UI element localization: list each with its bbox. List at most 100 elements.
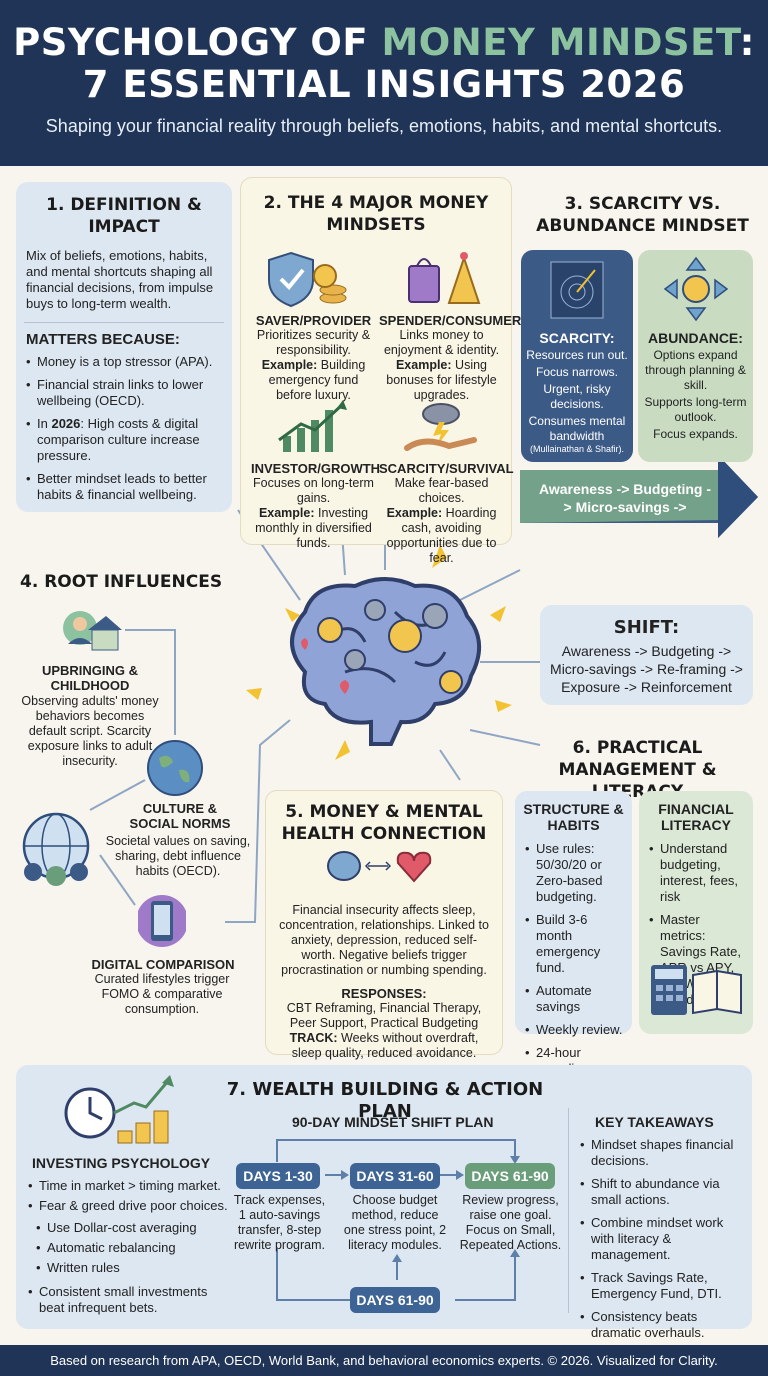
phase-desc: Review progress, raise one goal. Focus o… [459,1193,562,1252]
influence-desc: Societal values on saving, sharing, debt… [105,834,251,878]
financial-literacy-card: FINANCIAL LITERACY Understand budgeting,… [639,791,753,1034]
investing-list: Time in market > timing market. Fear & g… [28,1178,228,1221]
plan-title: 90-DAY MINDSET SHIFT PLAN [292,1114,494,1130]
brain-gears-icon [290,577,482,746]
phase-badge: DAYS 1-30 [236,1163,320,1189]
abundance-line: Options expand through planning & skill. [645,348,746,392]
influence-title: DIGITAL COMPARISON [91,957,235,972]
definition-impact-card: 1. DEFINITION & IMPACT Mix of beliefs, e… [16,182,232,512]
header: PSYCHOLOGY OF MONEY MINDSET: 7 ESSENTIAL… [0,0,768,166]
radar-icon [550,261,604,319]
brain-heart-icon [327,851,432,883]
scarcity-line: Consumes mental bandwidth [528,414,626,443]
structure-habits-card: STRUCTURE & HABITS Use rules: 50/30/20 o… [515,791,632,1092]
phase-desc: Choose budget method, reduce one stress … [343,1193,447,1252]
scarcity-abundance-title: 3. SCARCITY VS. ABUNDANCE MINDSET [536,194,749,236]
definition-title: 1. DEFINITION & IMPACT [46,195,202,237]
list-item: Automate savings [525,983,626,1015]
list-item: Use rules: 50/30/20 or Zero-based budget… [525,841,626,905]
list-item: Consistent small investments beat infreq… [28,1284,228,1316]
mindset-desc: Make fear-based choices. [394,476,489,505]
shift-body: Awareness -> Budgeting -> Micro-savings … [550,643,743,695]
responses-title: RESPONSES: [341,986,427,1001]
list-item: Written rules [36,1260,226,1276]
mindset-investor: INVESTOR/GROWTH Focuses on long-term gai… [251,396,381,551]
list-item: In 2026: High costs & digital comparison… [26,416,222,464]
list-item: Combine mindset work with literacy & man… [580,1215,748,1263]
investing-tactics-list: Use Dollar-cost averaging Automatic reba… [36,1220,226,1283]
list-item: Weekly review. [525,1022,626,1038]
mindset-example: Example: Hoarding cash, avoiding opportu… [386,506,497,565]
shopping-party-icon [408,252,481,304]
phase-badge-bottom: DAYS 61-90 [350,1287,440,1313]
mindset-spender: SPENDER/CONSUMER Links money to enjoymen… [379,248,522,403]
phase-badge: DAYS 31-60 [350,1163,440,1189]
mindset-name: SAVER/PROVIDER [255,313,372,328]
footer: Based on research from APA, OECD, World … [0,1345,768,1376]
list-item: Better mindset leads to better habits & … [26,471,222,503]
list-item: Money is a top stressor (APA). [26,354,222,370]
list-item: Mindset shapes financial decisions. [580,1137,748,1169]
calculator-book-icon [651,965,742,1015]
list-item: Shift to abundance via small actions. [580,1176,748,1208]
mindset-arrow-text: Awareness -> Budgeting -> Micro-savings … [538,481,712,515]
mental-health-card: 5. MONEY & MENTAL HEALTH CONNECTION Fina… [265,790,503,1060]
scarcity-panel: SCARCITY: Resources run out. Focus narro… [521,250,633,462]
mental-health-title: 5. MONEY & MENTAL HEALTH CONNECTION [281,802,487,844]
mindset-scarcity: SCARCITY/SURVIVAL Make fear-based choice… [379,396,514,566]
root-influences-title: 4. ROOT INFLUENCES [20,572,223,592]
structure-title: STRUCTURE & HABITS [523,801,624,833]
abundance-line: Supports long-term outlook. [644,395,747,424]
mindset-example: Example: Building emergency fund before … [261,358,366,402]
mindset-example: Example: Investing monthly in diversifie… [255,506,372,550]
mindset-desc: Prioritizes security & responsibility. [256,328,371,357]
list-item: Financial strain links to lower wellbein… [26,377,222,409]
structure-list: Use rules: 50/30/20 or Zero-based budget… [525,841,626,1093]
globe-icon [147,740,203,796]
responses-text: CBT Reframing, Financial Therapy, Peer S… [286,1001,482,1030]
page-title-line2: 7 ESSENTIAL INSIGHTS 2026 [82,63,686,106]
list-item: Time in market > timing market. [28,1178,228,1194]
list-item: Automatic rebalancing [36,1240,226,1256]
matters-list: Money is a top stressor (APA). Financial… [26,354,222,503]
shift-card: SHIFT: Awareness -> Budgeting -> Micro-s… [540,605,753,705]
influence-desc: Curated lifestyles trigger FOMO & compar… [94,972,230,1016]
mindsets-title: 2. THE 4 MAJOR MONEY MINDSETS [263,193,489,235]
house-child-icon [63,611,122,651]
takeaways-title: KEY TAKEAWAYS [595,1114,714,1130]
abundance-title: ABUNDANCE: [648,330,743,346]
arrows-expand-icon [663,256,729,322]
phone-icon [138,895,186,947]
mindset-name: INVESTOR/GROWTH [251,461,381,476]
list-item: Build 3-6 month emergency fund. [525,912,626,976]
growth-chart-icon [278,400,347,452]
list-item: Fear & greed drive poor choices. [28,1198,228,1214]
mindset-name: SPENDER/CONSUMER [379,313,522,328]
list-item: Use Dollar-cost averaging [36,1220,226,1236]
investing-final: Consistent small investments beat infreq… [28,1284,228,1323]
literacy-title: FINANCIAL LITERACY [658,801,734,833]
definition-body: Mix of beliefs, emotions, habits, and me… [26,248,214,311]
abundance-line: Focus expands. [653,427,738,441]
page-subtitle: Shaping your financial reality through b… [45,116,723,136]
scarcity-line: Resources run out. [526,348,628,362]
scarcity-source: (Mullainathan & Shafir). [529,444,625,454]
takeaways-list: Mindset shapes financial decisions. Shif… [580,1137,748,1348]
track-text: TRACK: Weeks without overdraft, sleep qu… [289,1031,479,1060]
wealth-building-title: 7. WEALTH BUILDING & ACTION PLAN [226,1079,544,1122]
abundance-panel: ABUNDANCE: Options expand through planni… [638,250,753,462]
mindset-desc: Links money to enjoyment & identity. [383,328,500,357]
investing-title: INVESTING PSYCHOLOGY [32,1155,211,1171]
mindset-example: Example: Using bonuses for lifestyle upg… [386,358,497,402]
mindset-name: SCARCITY/SURVIVAL [379,461,514,476]
globe-people-icon [22,812,90,886]
phase-desc: Track expenses, 1 auto-savings transfer,… [233,1193,326,1252]
list-item: Track Savings Rate, Emergency Fund, DTI. [580,1270,748,1302]
mental-health-body: Financial insecurity affects sleep, conc… [279,903,489,977]
list-item: Understand budgeting, interest, fees, ri… [649,841,747,905]
list-item: Consistency beats dramatic overhauls. [580,1309,748,1341]
influence-title: CULTURE & SOCIAL NORMS [129,801,231,831]
clock-coins-icon [64,1075,174,1144]
influence-title: UPBRINGING & CHILDHOOD [41,663,139,693]
